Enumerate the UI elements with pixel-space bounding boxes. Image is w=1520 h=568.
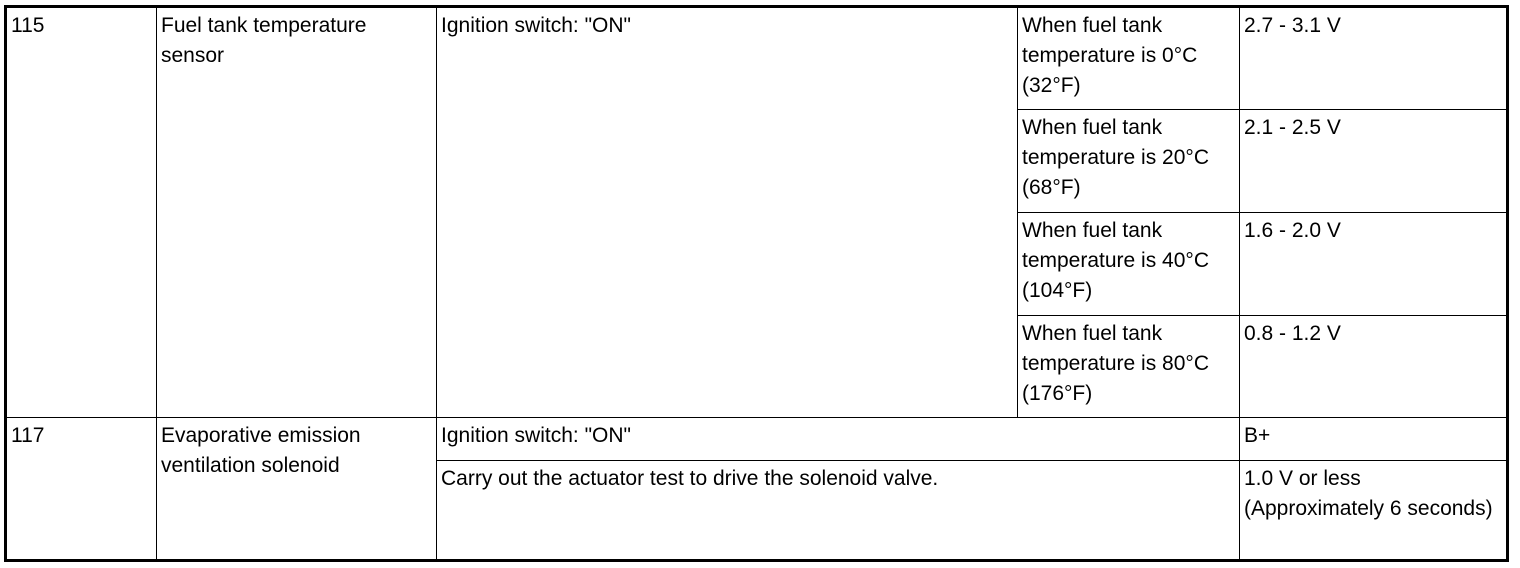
value-cell: 2.1 - 2.5 V [1239,109,1508,213]
table-row: When fuel tank temperature is 80°C (176°… [6,315,1508,418]
inspection-table: 115 Fuel tank temperature sensor Ignitio… [4,5,1509,562]
value-cell: 1.0 V or less (Approximately 6 seconds) [1239,460,1508,561]
value-cell: 1.6 - 2.0 V [1239,212,1508,316]
item-cell: Fuel tank temperature sensor [156,6,437,418]
sub-condition-cell: When fuel tank temperature is 80°C (176°… [1017,315,1240,418]
item-cell: Evaporative emission ventilation solenoi… [156,417,437,561]
table-row: Carry out the actuator test to drive the… [6,460,1508,561]
sub-condition-cell: When fuel tank temperature is 20°C (68°F… [1017,109,1240,213]
table-row: 117 Evaporative emission ventilation sol… [5,417,1508,561]
table-row: 115 Fuel tank temperature sensor Ignitio… [5,6,1508,418]
table-row: When fuel tank temperature is 20°C (68°F… [6,109,1508,213]
condition-cell: Carry out the actuator test to drive the… [436,460,1240,561]
condition-cell: Ignition switch: "ON" [436,6,1018,418]
table-row: When fuel tank temperature is 40°C (104°… [6,212,1508,316]
value-cell: B+ [1239,417,1508,461]
terminal-cell: 117 [5,417,157,561]
value-cell: 0.8 - 1.2 V [1239,315,1508,418]
sub-condition-cell: When fuel tank temperature is 0°C (32°F) [1017,6,1240,110]
value-cell: 2.7 - 3.1 V [1239,6,1508,110]
condition-cell: Ignition switch: "ON" [436,417,1240,461]
sub-condition-cell: When fuel tank temperature is 40°C (104°… [1017,212,1240,316]
terminal-cell: 115 [5,6,157,418]
